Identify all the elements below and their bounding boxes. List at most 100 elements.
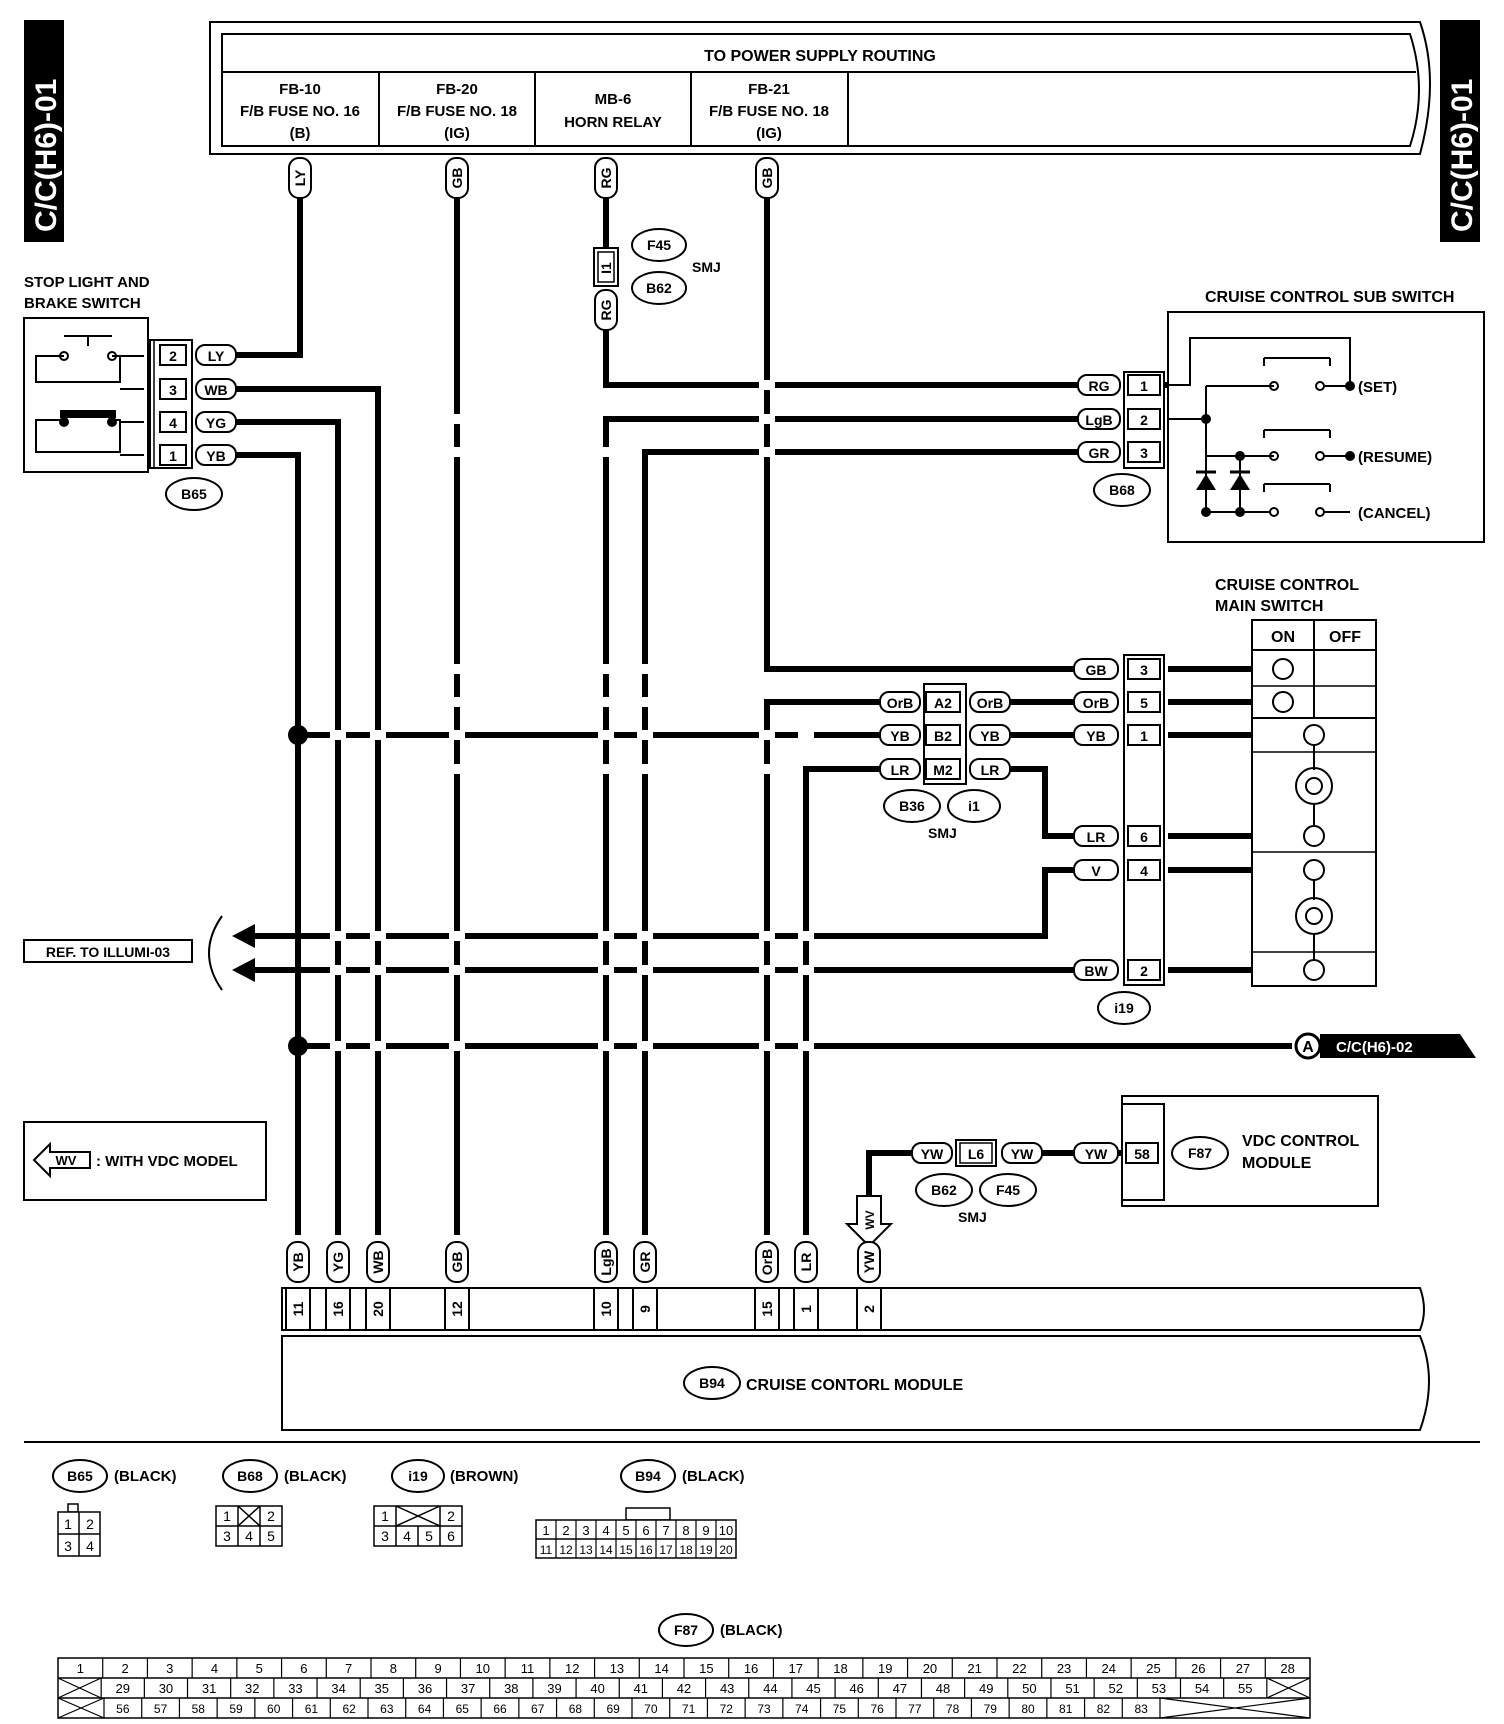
svg-text:1: 1	[381, 1508, 389, 1524]
svg-text:68: 68	[569, 1702, 583, 1716]
module-pin-9: GR9	[632, 1241, 658, 1331]
svg-text:F87: F87	[1188, 1145, 1212, 1161]
svg-text:GB: GB	[449, 1252, 465, 1273]
svg-text:WB: WB	[370, 1250, 386, 1273]
svg-text:HORN RELAY: HORN RELAY	[564, 114, 662, 131]
svg-text:GR: GR	[637, 1252, 653, 1273]
svg-text:LY: LY	[208, 348, 225, 364]
svg-text:YW: YW	[861, 1250, 877, 1273]
cruise-main-switch: CRUISE CONTROL MAIN SWITCH ON OFF	[1215, 577, 1377, 987]
svg-text:18: 18	[833, 1661, 847, 1676]
stop-light-brake-switch: STOP LIGHT AND BRAKE SWITCH	[23, 274, 193, 473]
svg-text:4: 4	[211, 1661, 218, 1676]
svg-text:1: 1	[542, 1523, 549, 1538]
power-col-2: FB-20 F/B FUSE NO. 18 (IG)	[397, 81, 517, 142]
svg-text:1: 1	[1140, 378, 1148, 394]
svg-text:1: 1	[77, 1661, 84, 1676]
svg-text:2: 2	[121, 1661, 128, 1676]
svg-text:30: 30	[159, 1681, 173, 1696]
svg-text:69: 69	[606, 1702, 620, 1716]
wv-legend: WV : WITH VDC MODEL	[23, 1121, 267, 1201]
svg-text:63: 63	[380, 1702, 394, 1716]
top-wire-labels: LY GB RG GB	[288, 157, 779, 199]
svg-text:67: 67	[531, 1702, 545, 1716]
svg-text:3: 3	[64, 1538, 72, 1554]
svg-text:66: 66	[493, 1702, 507, 1716]
power-col-1: FB-10 F/B FUSE NO. 16 (B)	[240, 81, 360, 142]
svg-text:LR: LR	[891, 762, 910, 778]
svg-text:YB: YB	[890, 728, 909, 744]
i19-pins: GB 3 OrB 5 YB 1 LR 6 V 4 BW 2 i19	[1073, 654, 1165, 1025]
connector-f87: F87 (BLACK)	[658, 1613, 782, 1647]
svg-text:LY: LY	[292, 169, 308, 186]
svg-text:6: 6	[1140, 829, 1148, 845]
module-pin-12: GB 12	[444, 1241, 470, 1331]
svg-text:4: 4	[86, 1538, 94, 1554]
module-pin-1: LR1	[793, 1241, 819, 1331]
svg-text:YB: YB	[206, 448, 225, 464]
svg-text:10: 10	[598, 1301, 614, 1317]
svg-text:4: 4	[1140, 863, 1148, 879]
svg-text:(RESUME): (RESUME)	[1358, 449, 1432, 466]
svg-text:: WITH VDC MODEL: : WITH VDC MODEL	[96, 1153, 238, 1170]
svg-text:LR: LR	[798, 1253, 814, 1272]
svg-text:20: 20	[923, 1661, 937, 1676]
svg-text:F45: F45	[647, 237, 671, 253]
svg-text:F87: F87	[674, 1622, 698, 1638]
svg-text:GB: GB	[759, 168, 775, 189]
side-tab-left: C/C(H6)-01	[24, 20, 64, 242]
svg-text:LgB: LgB	[598, 1248, 614, 1275]
svg-text:7: 7	[662, 1523, 669, 1538]
svg-text:83: 83	[1134, 1702, 1148, 1716]
svg-text:44: 44	[763, 1681, 777, 1696]
svg-text:35: 35	[375, 1681, 389, 1696]
svg-text:26: 26	[1191, 1661, 1205, 1676]
connector-b65: B65 (BLACK) 1 2 3 4	[52, 1459, 176, 1557]
svg-text:64: 64	[418, 1702, 432, 1716]
svg-text:52: 52	[1108, 1681, 1122, 1696]
svg-text:42: 42	[677, 1681, 691, 1696]
svg-text:YB: YB	[980, 728, 999, 744]
svg-text:8: 8	[390, 1661, 397, 1676]
svg-text:48: 48	[936, 1681, 950, 1696]
svg-text:B36: B36	[899, 798, 925, 814]
svg-text:3: 3	[582, 1523, 589, 1538]
svg-text:32: 32	[245, 1681, 259, 1696]
svg-text:54: 54	[1195, 1681, 1209, 1696]
svg-text:B2: B2	[934, 728, 952, 744]
svg-text:3: 3	[169, 382, 177, 398]
svg-text:2: 2	[562, 1523, 569, 1538]
svg-text:3: 3	[223, 1528, 231, 1544]
svg-text:45: 45	[806, 1681, 820, 1696]
svg-text:LR: LR	[1087, 829, 1106, 845]
svg-text:B65: B65	[181, 486, 207, 502]
svg-text:A: A	[1302, 1039, 1314, 1056]
svg-text:58: 58	[1134, 1146, 1150, 1162]
b68-pins: RG 1 LgB 2 GR 3 B68	[1077, 374, 1161, 507]
svg-text:(BLACK): (BLACK)	[284, 1468, 346, 1485]
svg-text:1: 1	[1140, 728, 1148, 744]
svg-text:4: 4	[602, 1523, 609, 1538]
svg-text:19: 19	[699, 1543, 713, 1557]
svg-text:23: 23	[1057, 1661, 1071, 1676]
svg-text:12: 12	[449, 1301, 465, 1317]
svg-text:25: 25	[1146, 1661, 1160, 1676]
svg-text:RG: RG	[1089, 378, 1110, 394]
svg-text:L6: L6	[968, 1146, 985, 1162]
svg-text:20: 20	[370, 1301, 386, 1317]
svg-text:60: 60	[267, 1702, 281, 1716]
svg-text:REF. TO ILLUMI-03: REF. TO ILLUMI-03	[46, 944, 170, 960]
svg-text:YW: YW	[921, 1146, 944, 1162]
module-pin-20: WB 20	[365, 1241, 391, 1331]
svg-text:F/B FUSE NO. 18: F/B FUSE NO. 18	[397, 103, 517, 120]
svg-text:38: 38	[504, 1681, 518, 1696]
svg-text:59: 59	[229, 1702, 243, 1716]
svg-text:41: 41	[634, 1681, 648, 1696]
svg-text:B94: B94	[635, 1468, 661, 1484]
svg-text:24: 24	[1102, 1661, 1116, 1676]
svg-text:C/C(H6)-02: C/C(H6)-02	[1336, 1039, 1413, 1056]
svg-text:CRUISE CONTROL SUB SWITCH: CRUISE CONTROL SUB SWITCH	[1205, 289, 1454, 306]
